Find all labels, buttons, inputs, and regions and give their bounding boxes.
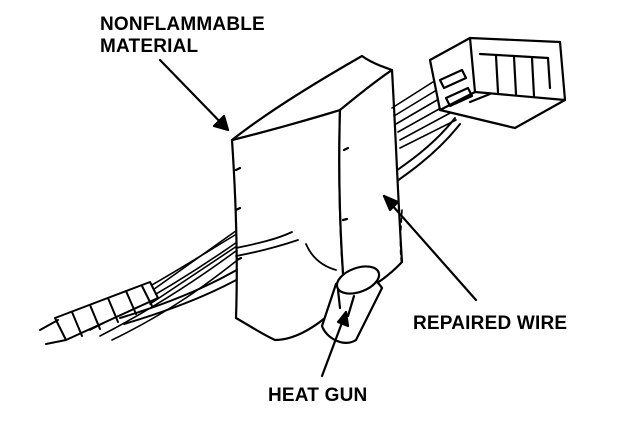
- nonflammable-label-line2: MATERIAL: [100, 36, 199, 57]
- heat-gun-airflow: [305, 243, 337, 271]
- wire-harness-right: [391, 79, 457, 149]
- nonflammable-label-line1: NONFLAMMABLE: [100, 14, 265, 35]
- nonflammable-material-label: NONFLAMMABLE MATERIAL: [100, 14, 265, 58]
- wire-connector: [428, 36, 567, 130]
- wire-crossing-block: [235, 231, 299, 257]
- leader-repaired-wire: [382, 194, 478, 302]
- leader-heat-gun: [320, 310, 350, 378]
- leader-nonflammable: [158, 58, 230, 132]
- heat-gun-label: HEAT GUN: [268, 385, 368, 406]
- hidden-edge: [399, 209, 403, 266]
- repaired-wire-label: REPAIRED WIRE: [413, 313, 568, 334]
- nonflammable-block: [230, 54, 404, 342]
- electrical-tape-wrap: [39, 281, 159, 345]
- heat-gun-nozzle: [320, 265, 384, 344]
